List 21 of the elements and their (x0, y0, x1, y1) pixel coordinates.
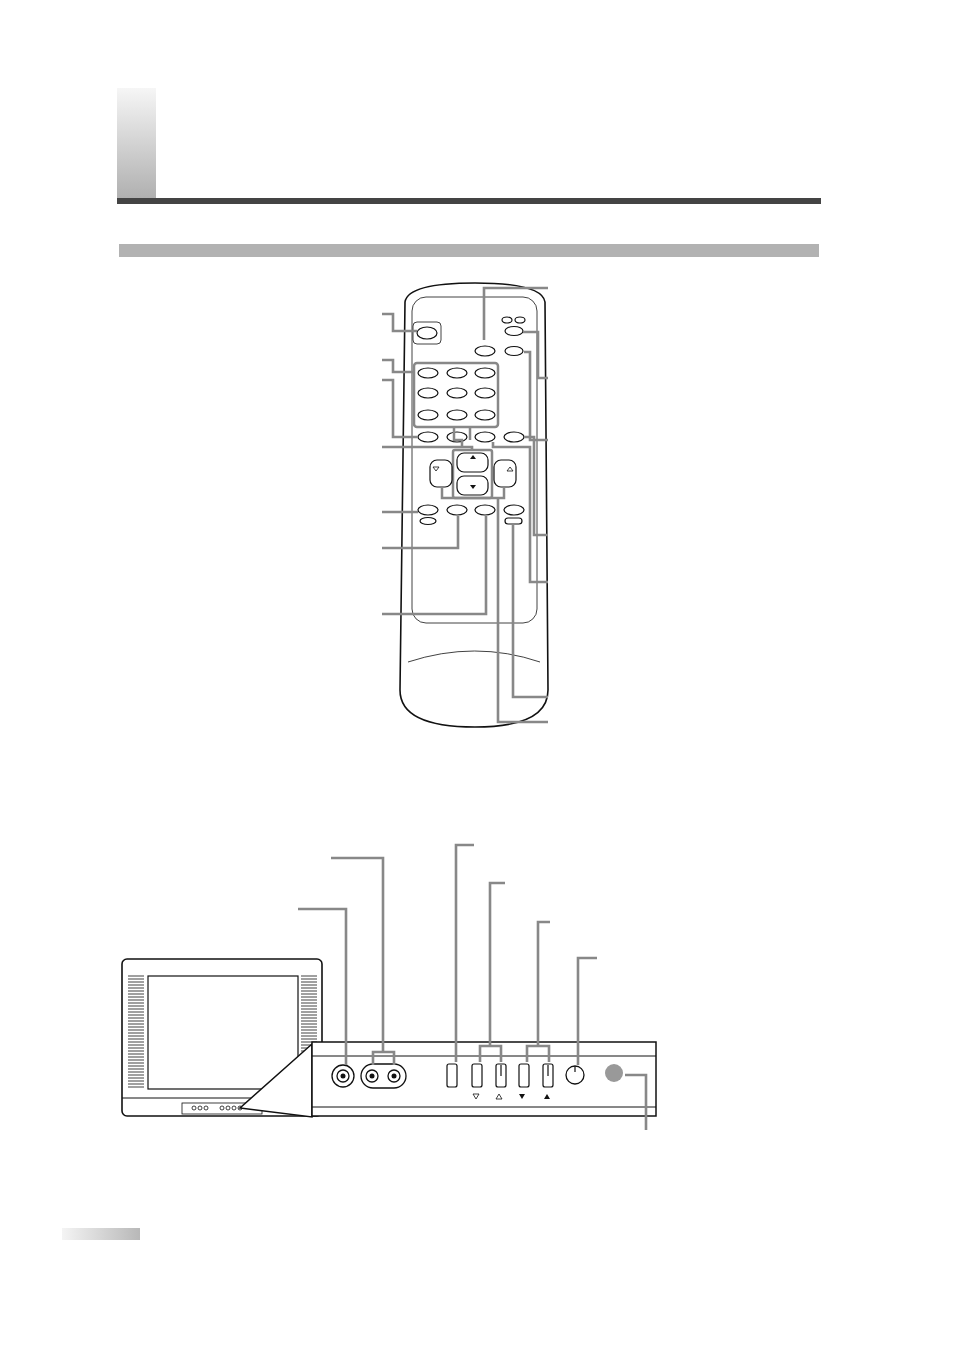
leader-line (576, 956, 597, 1065)
leader-line (382, 312, 417, 333)
leader-line (382, 378, 418, 439)
leader-line (329, 856, 396, 1067)
leader-line (382, 510, 418, 514)
leader-line (298, 907, 348, 1065)
leader-line (523, 330, 548, 380)
leader-line (482, 286, 548, 340)
leader-line (382, 516, 460, 550)
leader-line (491, 442, 548, 584)
leader-line (382, 445, 474, 450)
leader-line (511, 525, 548, 699)
leader-line (382, 358, 414, 374)
leader-line (496, 499, 548, 724)
leader-line (625, 1073, 648, 1130)
leader-line (524, 350, 548, 442)
leader-line (478, 881, 507, 1064)
leader-line (382, 516, 488, 616)
leader-line (454, 843, 474, 1062)
leader-line (525, 920, 552, 1064)
leader-line (524, 435, 548, 537)
